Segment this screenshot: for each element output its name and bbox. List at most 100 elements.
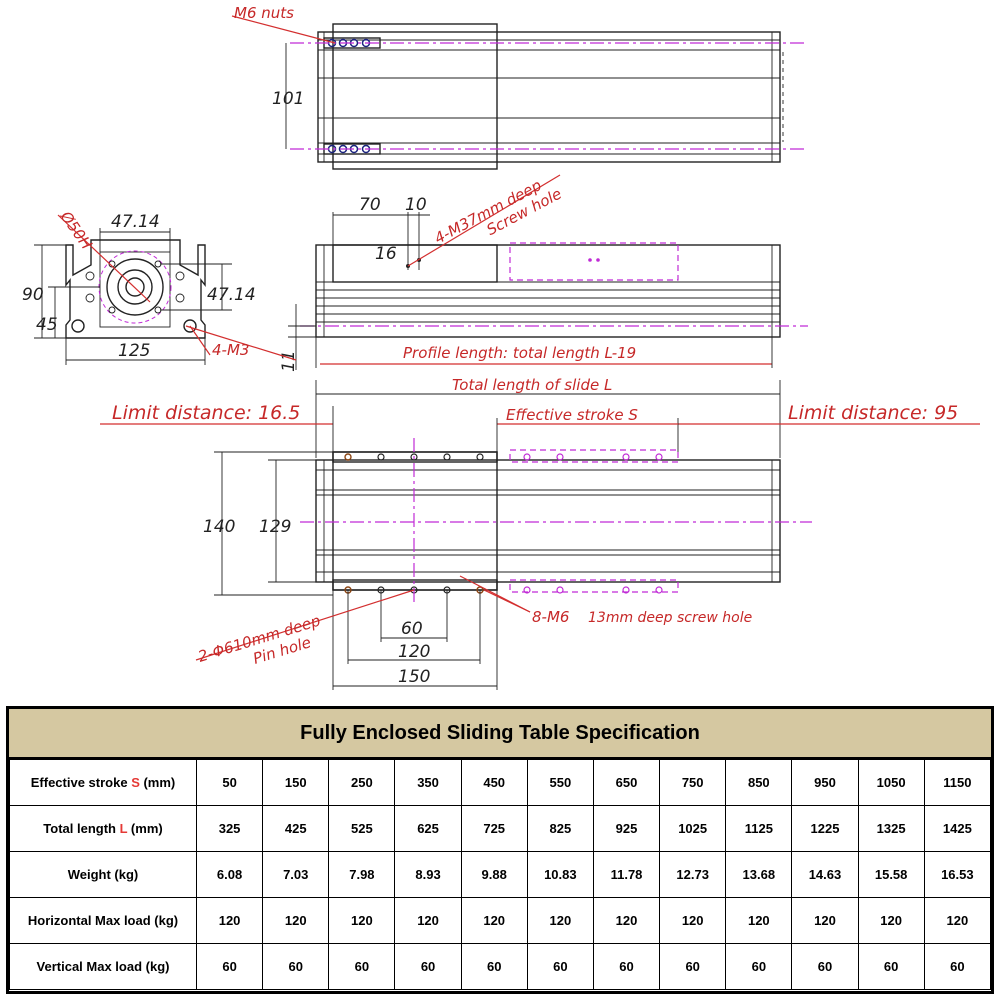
row-label-text: Effective stroke	[30, 775, 132, 790]
dim-60-label: 60	[401, 619, 423, 639]
effective-stroke-label: Effective stroke S	[506, 406, 638, 424]
table-cell: 1225	[791, 805, 859, 852]
limit-right-label: Limit distance: 95	[788, 402, 958, 424]
table-cell: 1325	[857, 805, 925, 852]
total-length-label: Total length of slide L	[452, 376, 612, 394]
table-cell: 120	[394, 897, 462, 944]
table-cell: 850	[725, 759, 793, 806]
table-cell: 11.78	[592, 851, 661, 898]
row-label: Horizontal Max load (kg)	[9, 897, 197, 944]
table-cell: 550	[526, 759, 594, 806]
dim-4714-top-label: 47.14	[111, 212, 160, 232]
table-cell: 725	[460, 805, 528, 852]
row-label: Weight (kg)	[9, 851, 197, 898]
table-cell: 625	[394, 805, 462, 852]
table-cell: 9.88	[460, 851, 528, 898]
table-cell: 120	[526, 897, 594, 944]
table-cell: 120	[791, 897, 859, 944]
dim-45-label: 45	[36, 315, 58, 335]
table-cell: 7.03	[262, 851, 330, 898]
row-label: Total length L (mm)	[9, 805, 197, 852]
table-cell: 1425	[923, 805, 992, 852]
dim-101-label: 101	[272, 89, 304, 109]
table-cell: 120	[460, 897, 528, 944]
table-cell: 60	[526, 943, 594, 990]
dim-120-label: 120	[398, 642, 430, 662]
row-label-unit: (mm)	[139, 775, 176, 790]
row-label-text: Total length	[43, 821, 120, 836]
dim-11-label: 11	[279, 350, 299, 372]
table-cell: 60	[857, 943, 925, 990]
dim-16-label: 16	[375, 244, 397, 264]
table-cell: 60	[195, 943, 264, 990]
dim-90-label: 90	[22, 285, 44, 305]
table-cell: 525	[328, 805, 396, 852]
table-cell: 120	[328, 897, 396, 944]
table-cell: 120	[857, 897, 925, 944]
table-cell: 1125	[725, 805, 793, 852]
table-cell: 250	[328, 759, 396, 806]
table-cell: 6.08	[195, 851, 264, 898]
table-cell: 13.68	[725, 851, 793, 898]
table-cell: 450	[460, 759, 528, 806]
side-view: 70 10 16 4-M37mm deep Screw hole 11 Prof…	[279, 174, 808, 372]
table-cell: 60	[460, 943, 528, 990]
table-cell: 120	[659, 897, 727, 944]
table-cell: 350	[394, 759, 462, 806]
dim-125-label: 125	[118, 341, 150, 361]
dim-129-label: 129	[259, 517, 291, 537]
row-label-text: Horizontal Max load (kg)	[27, 913, 179, 928]
table-cell: 16.53	[923, 851, 992, 898]
table-cell: 10.83	[526, 851, 594, 898]
dim-140-label: 140	[203, 517, 235, 537]
table-cell: 60	[262, 943, 330, 990]
phi50-label: Ø50H	[56, 207, 96, 253]
table-cell: 750	[659, 759, 727, 806]
row-label-text: Vertical Max load (kg)	[36, 959, 170, 974]
row-label-unit: (mm)	[127, 821, 163, 836]
table-cell: 150	[262, 759, 330, 806]
table-cell: 925	[592, 805, 661, 852]
bottom-view: Total length of slide L Limit distance: …	[100, 376, 980, 690]
table-cell: 1025	[659, 805, 727, 852]
table-cell: 60	[394, 943, 462, 990]
table-cell: 120	[195, 897, 264, 944]
table-cell: 7.98	[328, 851, 396, 898]
table-cell: 120	[923, 897, 992, 944]
dim-10-label: 10	[405, 195, 427, 215]
m6-deep-label: 8-M6	[532, 608, 569, 626]
end-view: 47.14 Ø50H 47.14 90 45 125 4-M3	[22, 207, 297, 365]
table-cell: 60	[592, 943, 661, 990]
table-cell: 825	[526, 805, 594, 852]
spec-table: Fully Enclosed Sliding Table Specificati…	[6, 706, 994, 994]
table-cell: 120	[262, 897, 330, 944]
table-cell: 15.58	[857, 851, 925, 898]
table-cell: 950	[791, 759, 859, 806]
row-label: Effective stroke S (mm)	[9, 759, 197, 806]
table-cell: 325	[195, 805, 264, 852]
table-cell: 60	[328, 943, 396, 990]
table-cell: 12.73	[659, 851, 727, 898]
row-label-highlight: L	[119, 821, 128, 836]
dim-150-label: 150	[398, 667, 430, 687]
table-cell: 650	[592, 759, 661, 806]
table-cell: 60	[725, 943, 793, 990]
table-cell: 50	[195, 759, 264, 806]
dim-70-label: 70	[359, 195, 381, 215]
row-label-text: Weight (kg)	[67, 867, 139, 882]
m6-nuts-label: M6 nuts	[234, 4, 294, 22]
top-view: 101 M6 nuts	[231, 4, 808, 170]
limit-left-label: Limit distance: 16.5	[112, 402, 300, 424]
m3-label: 4-M3	[212, 341, 249, 359]
table-cell: 60	[659, 943, 727, 990]
table-cell: 1050	[857, 759, 925, 806]
technical-drawing: 101 M6 nuts 70 10 16 4-M37mm deep Screw …	[22, 4, 980, 690]
table-cell: 120	[725, 897, 793, 944]
row-label: Vertical Max load (kg)	[9, 943, 197, 990]
dim-4714-side-label: 47.14	[207, 285, 256, 305]
